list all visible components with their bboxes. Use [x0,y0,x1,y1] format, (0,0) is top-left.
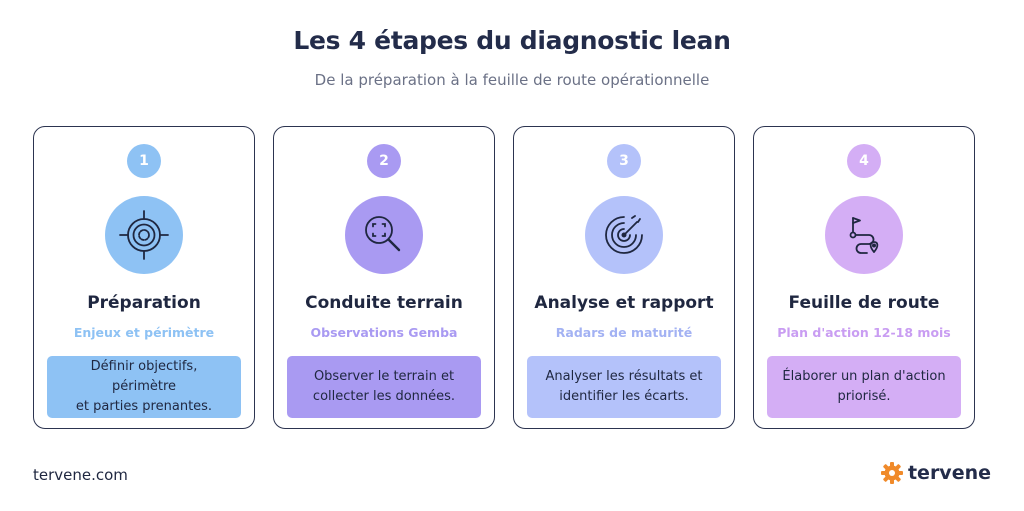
step-icon-circle [825,196,903,274]
step-card-1: 1 Préparation Enjeux et périmètre Défini… [33,126,255,429]
step-title: Conduite terrain [305,293,463,313]
step-description: Observer le terrain et collecter les don… [287,356,481,418]
brand-name: tervene [907,462,991,484]
footer-url: tervene.com [33,466,128,484]
brand-logo: tervene [880,461,991,485]
step-title: Analyse et rapport [534,293,714,313]
gear-icon [880,462,903,484]
step-title: Préparation [87,293,201,313]
step-card-4: 4 Feuille de route Plan d'action 12-18 m… [753,126,975,429]
step-subtitle: Plan d'action 12-18 mois [777,325,951,340]
step-description: Analyser les résultats et identifier les… [527,356,721,418]
step-title: Feuille de route [788,293,940,313]
radar-icon [605,215,643,254]
page-subtitle: De la préparation à la feuille de route … [314,71,710,89]
step-card-3: 3 Analyse et rapport Radars de maturité … [513,126,735,429]
step-icon-circle [585,196,663,274]
step-number-badge: 2 [367,144,401,178]
step-subtitle: Radars de maturité [555,325,693,340]
step-subtitle: Enjeux et périmètre [73,325,215,340]
step-subtitle: Observations Gemba [310,325,458,340]
step-card-2: 2 Conduite terrain Observations Gemba Ob… [273,126,495,429]
step-number-badge: 3 [607,144,641,178]
route-icon [849,217,879,254]
step-number-badge: 1 [127,144,161,178]
step-icon-circle [345,196,423,274]
magnifier-icon [365,216,401,252]
step-description: Élaborer un plan d'action priorisé. [767,356,961,418]
step-icon-circle [105,196,183,274]
step-description: Définir objectifs, périmètre et parties … [47,356,241,418]
page-title: Les 4 étapes du diagnostic lean [293,26,731,55]
target-icon [119,210,169,260]
step-number-badge: 4 [847,144,881,178]
